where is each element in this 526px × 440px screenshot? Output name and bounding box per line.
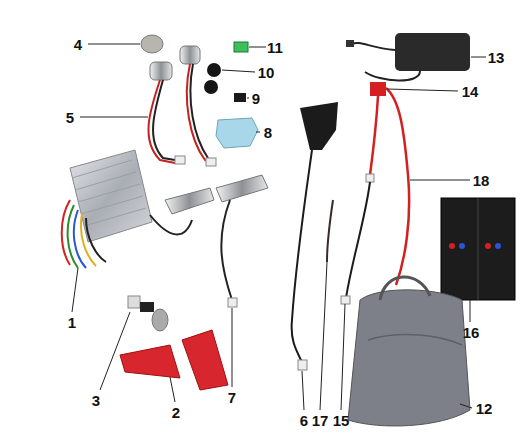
button-part (204, 80, 218, 94)
button-part (207, 63, 221, 77)
wire-part (327, 200, 333, 262)
callout-number: 18 (473, 173, 490, 188)
callout-number: 15 (333, 413, 350, 428)
callout-number: 6 (300, 413, 308, 428)
charger-part (346, 33, 470, 81)
callout-number: 17 (312, 413, 329, 428)
callout-number: 14 (462, 84, 479, 99)
callout-number: 3 (92, 393, 100, 408)
callout-number: 5 (66, 110, 74, 125)
callout-number: 16 (463, 325, 480, 340)
bag-part (348, 277, 470, 426)
callout-number: 10 (258, 65, 275, 80)
callout-number: 13 (488, 50, 505, 65)
throttle-part (128, 296, 168, 331)
sensor-part (148, 46, 216, 166)
callout-number: 12 (476, 401, 493, 416)
callout-number: 11 (267, 40, 283, 55)
switch-part (234, 93, 246, 102)
wire-end (341, 296, 350, 304)
connector-part (234, 42, 248, 52)
callout-number: 1 (68, 315, 76, 330)
callout-number: 4 (74, 37, 82, 52)
callout-number: 2 (172, 405, 180, 420)
callout-number: 9 (252, 91, 260, 106)
plate-part (216, 118, 258, 148)
leader-line (72, 44, 486, 410)
brake-lever (165, 175, 268, 307)
disk-part (141, 35, 163, 53)
reflector-part (120, 330, 228, 390)
cable-part (292, 102, 338, 370)
battery-part (441, 198, 515, 300)
wire-part (346, 182, 370, 298)
callout-number: 8 (264, 125, 272, 140)
callout-number: 7 (228, 390, 236, 405)
fuse-wire (366, 82, 409, 285)
